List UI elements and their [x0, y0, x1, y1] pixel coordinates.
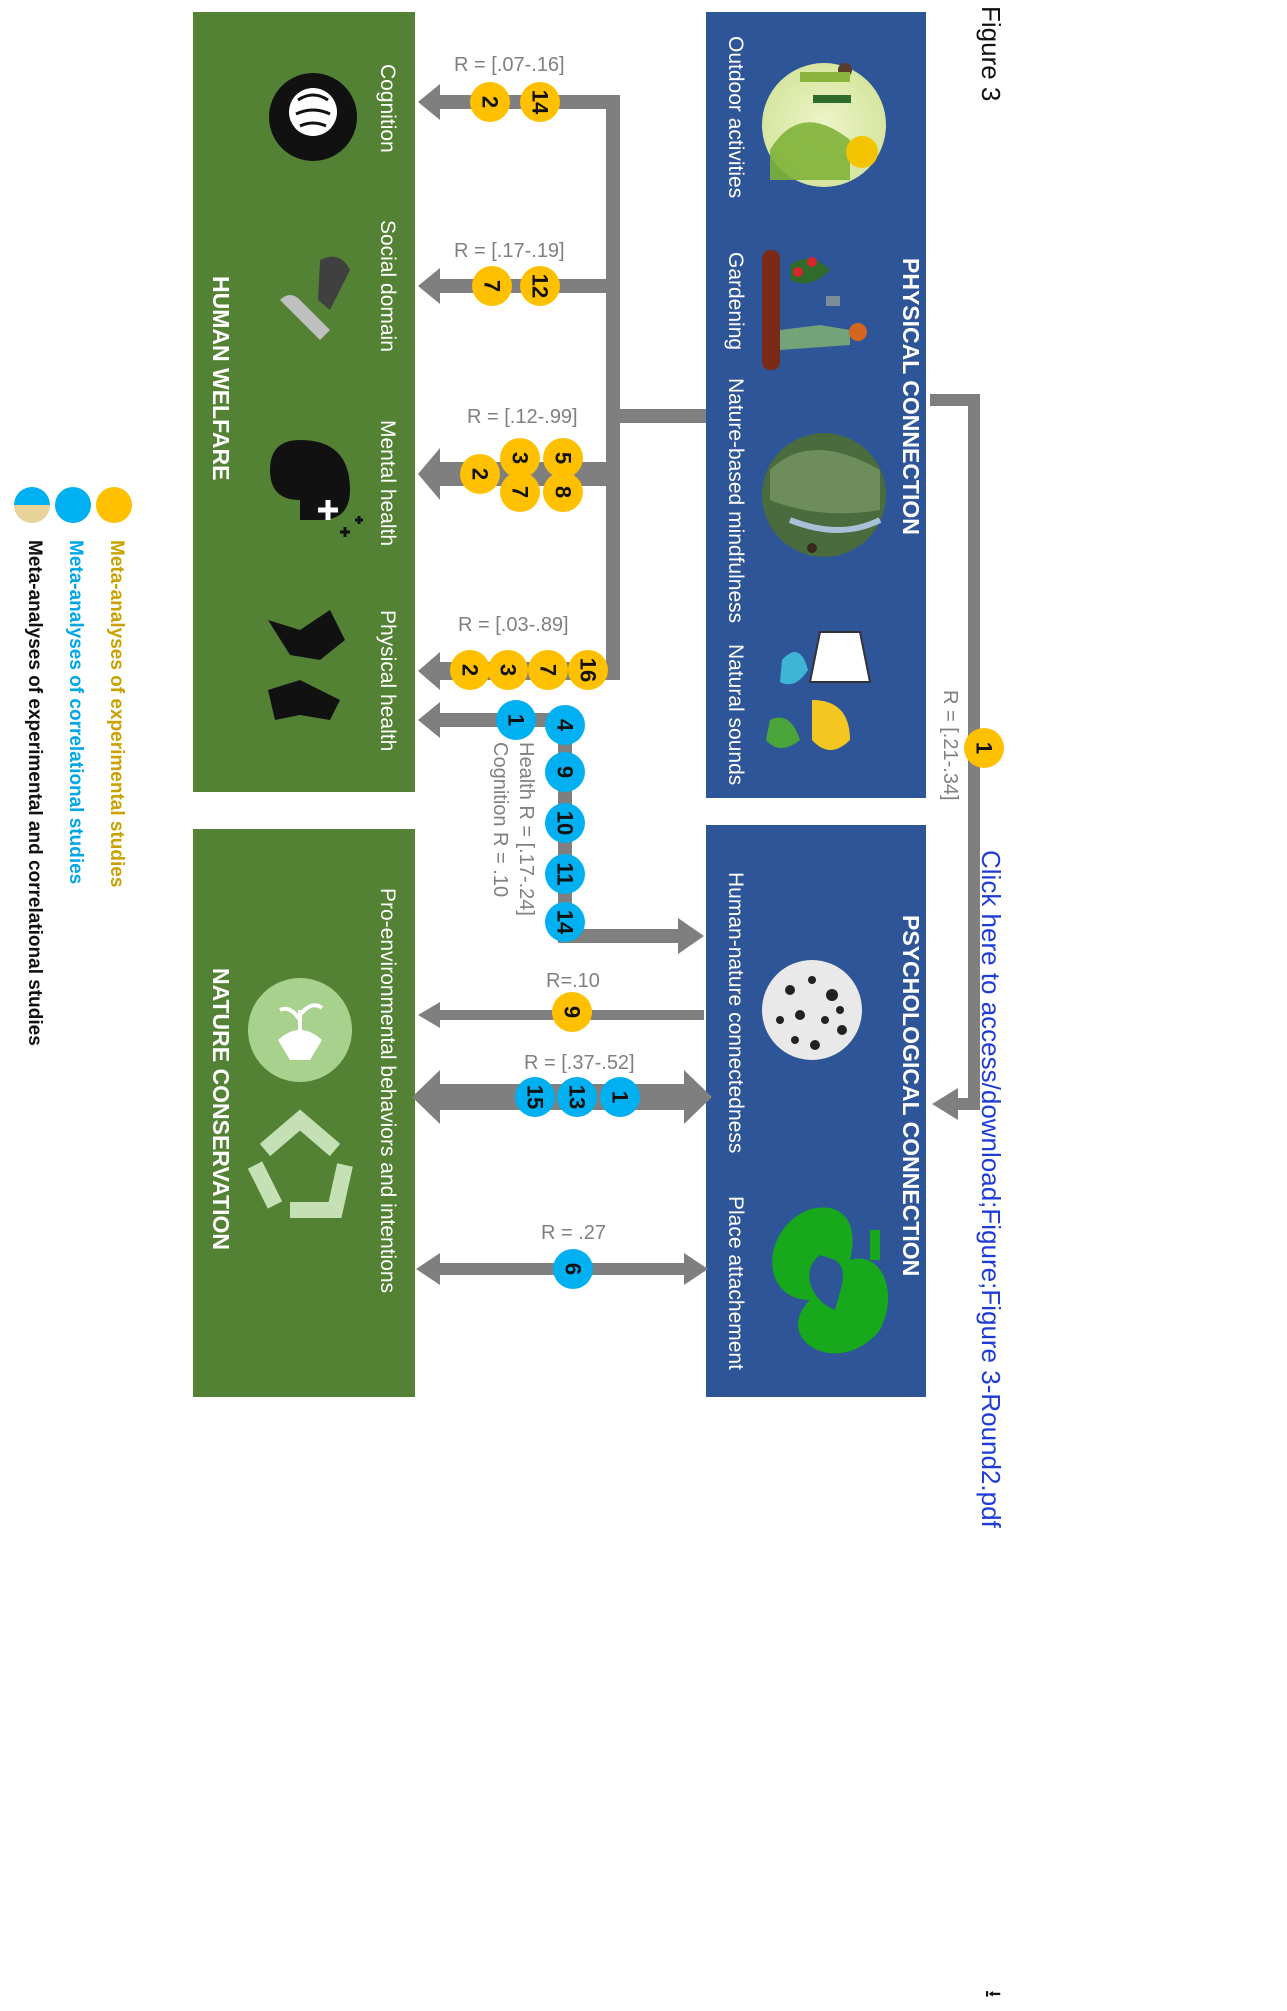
study-badge: 7	[528, 650, 568, 690]
natural-sounds-illustration	[766, 631, 872, 750]
physical-connection-title: PHYSICAL CONNECTION	[898, 258, 924, 535]
study-badge: 7	[472, 266, 512, 306]
nature-mindfulness-illustration	[762, 433, 886, 557]
place-attachment-label: Place attachement	[724, 1196, 747, 1370]
study-badge: 8	[543, 472, 583, 512]
r-cognition-psych: Cognition R = .10	[489, 742, 511, 898]
cognition-label: Cognition	[376, 64, 399, 153]
legend-markers	[14, 487, 132, 523]
natural-sounds-label: Natural sounds	[724, 644, 747, 786]
outdoor-activities-illustration	[762, 63, 886, 187]
svg-text:2: 2	[478, 96, 503, 108]
study-badge: 14	[545, 902, 585, 942]
r-health: Health R = [.17-.24]	[515, 742, 537, 916]
svg-text:1: 1	[608, 1091, 633, 1103]
svg-text:16: 16	[576, 658, 601, 682]
svg-text:14: 14	[528, 90, 553, 115]
svg-text:7: 7	[508, 486, 533, 498]
gardening-label: Gardening	[724, 252, 747, 351]
r-mental: R = [.12-.99]	[467, 406, 578, 428]
svg-text:4: 4	[553, 719, 578, 732]
social-hands-icon	[280, 256, 350, 340]
r-physical-health: R = [.03-.89]	[458, 614, 569, 636]
study-badge: 1	[496, 700, 536, 740]
svg-text:1: 1	[504, 714, 529, 726]
mental-health-icon	[270, 440, 363, 537]
study-badge: 2	[450, 650, 490, 690]
svg-text:10: 10	[553, 811, 578, 835]
svg-text:14: 14	[553, 910, 578, 935]
study-badge: 1	[964, 728, 1004, 768]
study-badge: 2	[460, 454, 500, 494]
svg-text:7: 7	[480, 280, 505, 292]
svg-text:13: 13	[565, 1085, 590, 1109]
svg-text:2: 2	[458, 664, 483, 676]
study-badge: 3	[488, 650, 528, 690]
svg-text:1: 1	[972, 742, 997, 754]
svg-text:12: 12	[528, 274, 553, 298]
psychological-connection-title: PSYCHOLOGICAL CONNECTION	[898, 915, 924, 1277]
study-badge: 7	[500, 472, 540, 512]
svg-text:9: 9	[553, 766, 578, 778]
study-badge: 5	[543, 438, 583, 478]
mental-health-label: Mental health	[376, 420, 399, 547]
gardening-illustration	[762, 250, 867, 370]
study-badge: 9	[552, 992, 592, 1032]
svg-text:7: 7	[536, 664, 561, 676]
r-connect-to-pro: R=.10	[546, 970, 600, 992]
svg-text:3: 3	[496, 664, 521, 676]
study-badge: 14	[520, 82, 560, 122]
study-badge: 4	[545, 705, 585, 745]
r-social: R = [.17-.19]	[454, 240, 565, 262]
human-welfare-title: HUMAN WELFARE	[208, 276, 234, 481]
study-badge: 15	[515, 1077, 555, 1117]
pro-env-label: Pro-environmental behaviors and intentio…	[376, 888, 399, 1294]
legend-correlational: Meta-analyses of correlational studies	[65, 540, 86, 885]
svg-text:2: 2	[468, 468, 493, 480]
nature-conservation-title: NATURE CONSERVATION	[208, 968, 234, 1250]
connectedness-illustration	[762, 960, 862, 1060]
recycle-icon	[247, 1109, 353, 1218]
legend-both: Meta-analyses of experimental and correl…	[24, 540, 45, 1046]
download-link[interactable]: Click here to access/download;Figure;Fig…	[976, 850, 1006, 1528]
study-badge: 11	[545, 854, 585, 894]
study-badge: 13	[557, 1077, 597, 1117]
download-icon[interactable]: ⭳	[981, 1990, 1006, 1998]
study-badge: 6	[553, 1249, 593, 1289]
study-badge: 3	[500, 438, 540, 478]
study-badge: 16	[568, 650, 608, 690]
legend-experimental: Meta-analyses of experimental studies	[106, 540, 127, 888]
cognition-brain-icon	[269, 73, 357, 161]
svg-text:11: 11	[553, 862, 578, 885]
plant-hand-icon	[248, 978, 352, 1082]
svg-text:6: 6	[561, 1263, 586, 1275]
svg-text:5: 5	[551, 452, 576, 464]
place-attachment-illustration	[772, 1207, 889, 1354]
physical-health-icon	[268, 610, 345, 720]
social-domain-label: Social domain	[376, 220, 399, 352]
svg-text:8: 8	[551, 486, 576, 498]
physical-to-welfare-arrows	[418, 84, 706, 690]
figure-label: Figure 3	[976, 6, 1006, 102]
physical-health-label: Physical health	[376, 610, 399, 752]
nature-mindfulness-label: Nature-based mindfulness	[724, 378, 747, 624]
r-connect-bidirectional: R = [.37-.52]	[524, 1052, 635, 1074]
r-phys-to-psych: R = [.21-.34]	[939, 690, 961, 801]
study-badge: 9	[545, 752, 585, 792]
svg-text:15: 15	[523, 1085, 548, 1109]
svg-text:9: 9	[560, 1006, 585, 1018]
svg-text:3: 3	[508, 452, 533, 464]
r-place-to-pro: R = .27	[541, 1222, 607, 1244]
study-badge: 12	[520, 266, 560, 306]
r-cognition: R = [.07-.16]	[454, 54, 565, 76]
study-badge: 10	[545, 803, 585, 843]
outdoor-activities-label: Outdoor activities	[724, 36, 747, 199]
study-badge: 2	[470, 82, 510, 122]
connectedness-label: Human-nature connectedness	[724, 872, 747, 1154]
study-badge: 1	[600, 1077, 640, 1117]
